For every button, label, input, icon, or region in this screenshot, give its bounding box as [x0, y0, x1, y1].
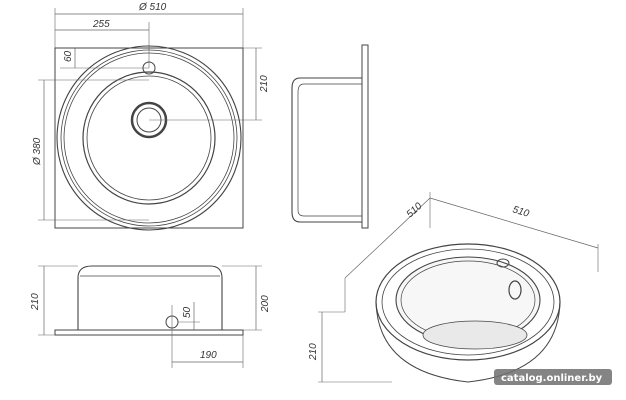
- top-plate-outline: [54, 47, 244, 229]
- iso-width-left-label: 510: [405, 201, 425, 221]
- rim-mid-circle: [60, 49, 238, 227]
- side-bowl-outline: [291, 77, 362, 223]
- watermark-bg: [494, 369, 612, 385]
- iso-width-left-dim-line: [344, 197, 431, 279]
- tap-hole: [142, 61, 156, 75]
- iso-drain: [508, 280, 522, 300]
- bowl-height-label: 200: [260, 295, 271, 313]
- overall-width-label: Ø 510: [138, 2, 167, 13]
- iso-tap-hole: [496, 258, 510, 268]
- front-bowl-outline: [77, 265, 223, 330]
- rim-inner-circle: [63, 52, 235, 224]
- iso-rim-inner: [381, 248, 555, 356]
- tap-hole-offset-label: 60: [63, 50, 74, 62]
- front-height-label: 210: [30, 293, 41, 311]
- front-flange: [54, 329, 244, 336]
- side-flange: [361, 44, 369, 229]
- drain-offset-label: 190: [200, 350, 217, 361]
- iso-skirt: [375, 301, 561, 383]
- iso-bowl-bottom: [422, 320, 528, 350]
- iso-height-label: 210: [308, 343, 319, 361]
- side-view: [291, 44, 369, 229]
- bowl-depth-label: 210: [259, 75, 270, 93]
- bowl-inner-circle: [86, 75, 212, 201]
- rim-outer-circle: [56, 45, 242, 231]
- watermark: catalog.onliner.by: [494, 369, 612, 385]
- iso-width-right-label: 510: [511, 204, 531, 220]
- drain-height-label: 50: [182, 306, 193, 318]
- top-view: [38, 8, 262, 231]
- bowl-outer-circle: [82, 71, 216, 205]
- side-bowl-inner: [297, 83, 362, 217]
- bowl-diameter-label: Ø 380: [32, 137, 43, 166]
- front-view: [38, 265, 262, 368]
- watermark-text: catalog.onliner.by: [501, 373, 603, 384]
- center-offset-label: 255: [92, 19, 110, 30]
- iso-view: [318, 192, 599, 383]
- iso-width-right-dim-line: [429, 197, 599, 249]
